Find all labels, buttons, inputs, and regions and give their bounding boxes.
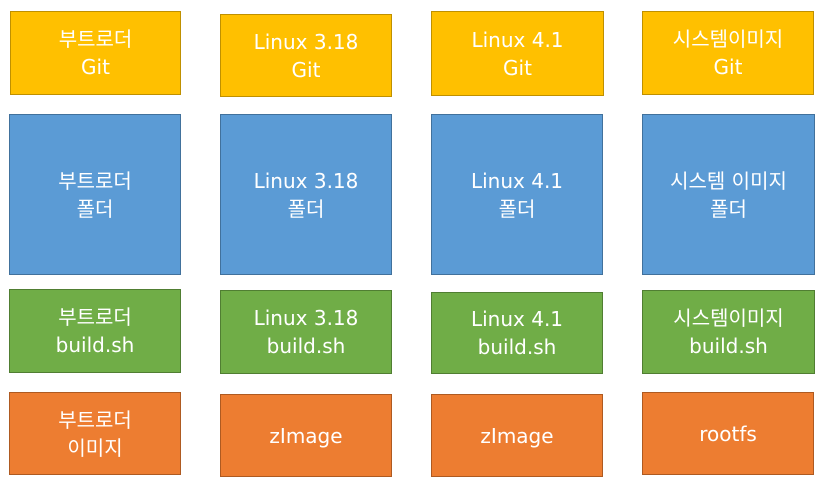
linux-3-18-folder-box: Linux 3.18 폴더 xyxy=(220,114,392,275)
box-label-line2: Git xyxy=(713,55,743,79)
system-image-build-script-box: 시스템이미지 build.sh xyxy=(642,290,815,374)
bootloader-folder-box: 부트로더 폴더 xyxy=(9,114,181,275)
box-label-line2: 폴더 xyxy=(287,196,325,221)
system-image-folder-box: 시스템 이미지 폴더 xyxy=(642,114,815,275)
linux-4-1-zimage-box: zImage xyxy=(431,394,603,477)
box-label-line1: zImage xyxy=(480,423,554,448)
box-label-line2: 폴더 xyxy=(76,196,114,221)
box-label-line1: Linux 3.18 xyxy=(253,306,359,330)
box-label-line1: Linux 4.1 xyxy=(470,307,564,331)
linux-4-1-git-box: Linux 4.1 Git xyxy=(431,11,604,96)
box-label-line1: 시스템 이미지 xyxy=(670,168,787,193)
linux-4-1-folder-box: Linux 4.1 폴더 xyxy=(431,114,603,275)
bootloader-git-box: 부트로더 Git xyxy=(10,11,181,95)
bootloader-build-script-box: 부트로더 build.sh xyxy=(9,289,181,373)
linux-3-18-git-box: Linux 3.18 Git xyxy=(220,14,392,97)
linux-3-18-build-script-box: Linux 3.18 build.sh xyxy=(220,290,392,374)
box-label-line2: Git xyxy=(503,55,532,80)
box-label-line1: Linux 3.18 xyxy=(253,29,359,54)
box-label-line2: Git xyxy=(291,57,321,82)
box-label-line1: 부트로더 xyxy=(58,168,132,193)
box-label-line1: Linux 3.18 xyxy=(253,168,359,193)
rootfs-box: rootfs xyxy=(642,392,814,475)
box-label-line1: 부트로더 xyxy=(58,407,132,432)
box-label-line2: 이미지 xyxy=(67,435,123,460)
box-label-line2: 폴더 xyxy=(710,196,747,221)
linux-3-18-zimage-box: zImage xyxy=(220,394,392,477)
box-label-line1: 시스템이미지 xyxy=(672,27,784,51)
box-label-line1: 부트로더 xyxy=(58,27,133,51)
box-label-line2: Git xyxy=(81,55,110,79)
bootloader-image-box: 부트로더 이미지 xyxy=(9,392,181,475)
system-image-git-box: 시스템이미지 Git xyxy=(642,11,814,95)
box-label-line1: rootfs xyxy=(699,421,757,446)
box-label-line2: build.sh xyxy=(266,334,346,358)
box-label-line1: Linux 4.1 xyxy=(470,168,564,193)
linux-4-1-build-script-box: Linux 4.1 build.sh xyxy=(431,292,603,374)
box-label-line2: build.sh xyxy=(689,334,768,358)
box-label-line1: 부트로더 xyxy=(58,305,132,329)
box-label-line2: 폴더 xyxy=(498,196,536,221)
box-label-line2: build.sh xyxy=(477,335,557,359)
box-label-line1: 시스템이미지 xyxy=(673,306,784,330)
box-label-line2: build.sh xyxy=(55,333,135,357)
box-label-line1: zImage xyxy=(269,423,343,448)
box-label-line1: Linux 4.1 xyxy=(471,27,564,52)
